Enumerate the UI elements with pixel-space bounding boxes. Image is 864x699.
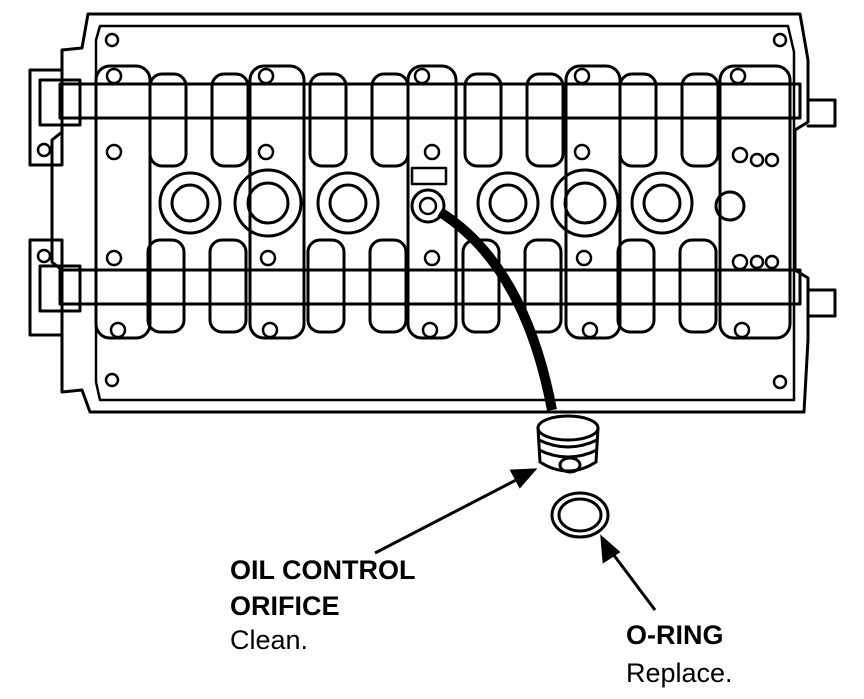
o-ring-callout: O-RING Replace. [626, 620, 733, 688]
o-ring-part [550, 491, 610, 539]
left-block-lower [28, 238, 64, 337]
orifice-seat [410, 188, 446, 224]
orifice-callout: OIL CONTROL ORIFICE Clean. [230, 555, 416, 655]
orifice-title-line2: ORIFICE [230, 591, 340, 621]
right-tab-bottom [806, 288, 837, 318]
head-inner-outline [94, 24, 796, 402]
left-block [28, 68, 64, 167]
o-ring-leader [600, 534, 657, 611]
camshaft-bottom [38, 238, 802, 334]
right-tab-top [806, 98, 837, 128]
orifice-title-line1: OIL CONTROL [230, 555, 416, 585]
orifice-action: Clean. [230, 625, 309, 655]
oil-control-orifice-part [536, 414, 600, 474]
o-ring-action: Replace. [626, 658, 733, 688]
orifice-removal-pointer [437, 207, 557, 411]
camshaft-top [38, 72, 802, 168]
spark-plug-holes [158, 168, 746, 238]
o-ring-title: O-RING [626, 620, 724, 650]
head-outline [50, 12, 810, 414]
bolt-holes [36, 32, 788, 390]
orifice-leader [374, 468, 538, 555]
